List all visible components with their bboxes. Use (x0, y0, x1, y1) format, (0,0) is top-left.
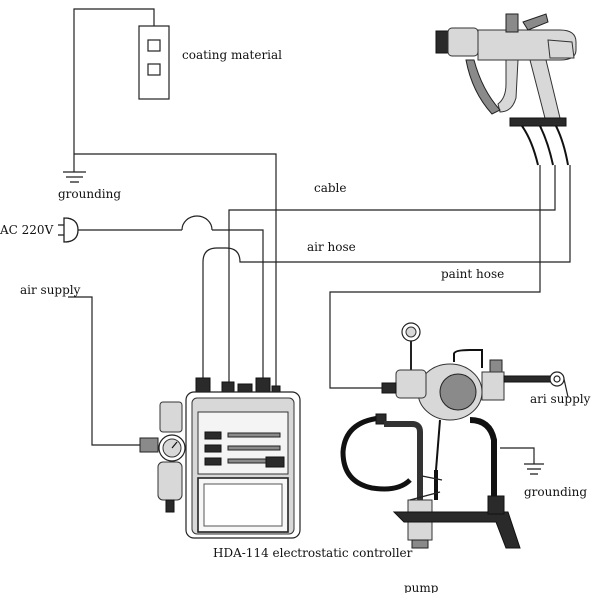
air-hose-line (202, 165, 571, 392)
electrostatic-controller-icon (185, 377, 301, 539)
air-filter-regulator-icon (139, 401, 197, 513)
pump-label: pump (404, 581, 439, 593)
paint-hose-line (329, 165, 541, 389)
controller-label: HDA-114 electrostatic controller (213, 546, 413, 560)
air-supply-line (68, 296, 140, 446)
pump-icon (340, 322, 565, 549)
paint-hose-label: paint hose (441, 267, 504, 281)
grounding-top-label: grounding (58, 187, 121, 201)
power-line (78, 215, 264, 392)
ac-220v-label: AC 220V (0, 223, 54, 237)
ari-supply-label: ari supply (530, 392, 591, 406)
cable-label: cable (314, 181, 347, 195)
air-supply-label: air supply (20, 283, 81, 297)
air-supply-right-fitting (563, 378, 569, 398)
air-hose-label: air hose (307, 240, 356, 254)
coating-material-label: coating material (182, 48, 282, 62)
spray-gun-icon (435, 13, 577, 166)
grounding-wire-top (63, 8, 277, 392)
grounding-wire-right (500, 447, 544, 475)
coating-material-box (138, 25, 170, 100)
cable-line (228, 165, 556, 392)
grounding-right-label: grounding (524, 485, 587, 499)
ac-power-plug-icon (58, 217, 79, 243)
